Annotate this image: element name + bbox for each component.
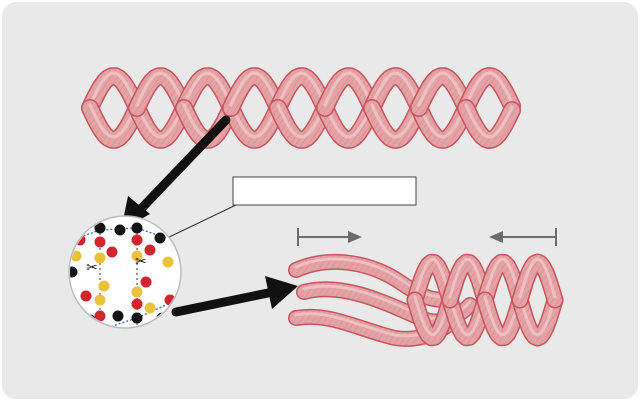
label-box	[232, 176, 417, 206]
helix-strand-a	[457, 99, 521, 149]
backbone-node	[94, 294, 106, 306]
scissors-icon: ✂	[86, 260, 98, 276]
backbone-node	[98, 280, 110, 292]
backbone-node	[94, 252, 106, 264]
backbone-node	[131, 222, 143, 234]
backbone-node	[94, 222, 106, 234]
backbone-node	[154, 232, 166, 244]
left-force-arrow	[297, 228, 362, 246]
backbone-node	[131, 286, 143, 298]
right-force-arrow	[489, 228, 557, 246]
magnified-backbone: ✂✂	[68, 215, 182, 329]
helix-strand-b	[457, 67, 521, 117]
callout-line	[162, 204, 237, 241]
intact-double-helix	[81, 67, 521, 149]
loose-strand-top	[288, 253, 453, 308]
backbone-node	[144, 302, 156, 314]
backbone-node	[80, 290, 92, 302]
backbone-node	[131, 312, 143, 324]
backbone-node	[140, 276, 152, 288]
backbone-node	[112, 310, 124, 322]
twisted-strand-b	[511, 253, 564, 309]
backbone-node	[94, 310, 106, 322]
backbone-node	[106, 246, 118, 258]
scissors-icon: ✂	[135, 254, 147, 270]
backbone-node	[131, 250, 143, 262]
unwinding-helix	[288, 253, 564, 347]
backbone-node	[144, 244, 156, 256]
backbone-node	[131, 234, 143, 246]
backbone-node	[131, 298, 143, 310]
twisted-strand-a	[511, 291, 564, 347]
backbone-node	[162, 256, 174, 268]
process-arrow	[171, 276, 298, 317]
backbone-node	[94, 236, 106, 248]
backbone-node	[114, 224, 126, 236]
backbone-node	[70, 266, 78, 278]
